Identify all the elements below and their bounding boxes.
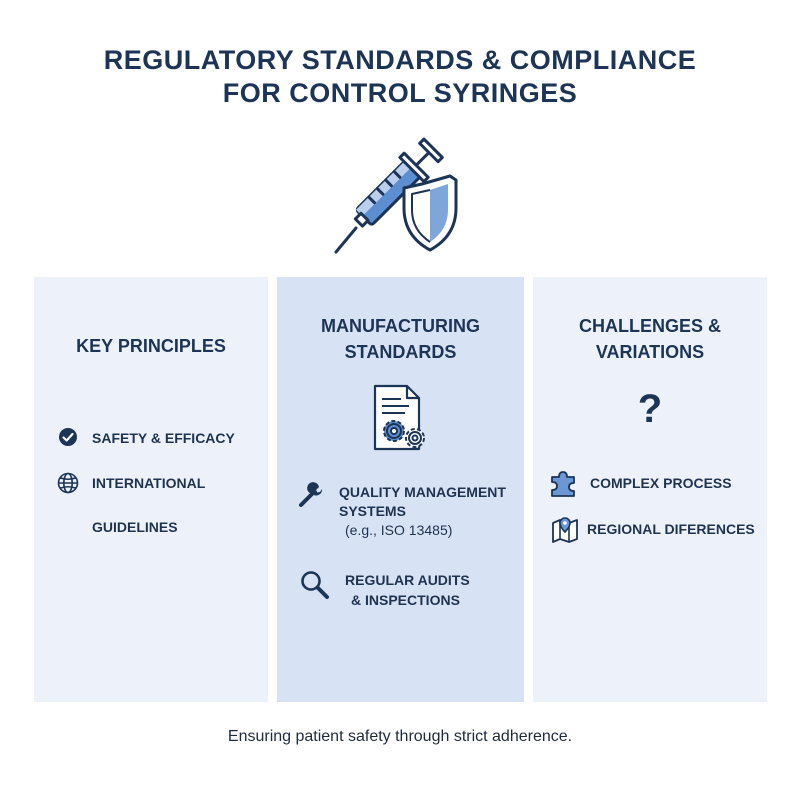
iso-example-label: (e.g., ISO 13485): [345, 522, 453, 538]
international-label: INTERNATIONAL: [92, 475, 206, 491]
quality-management-label: QUALITY MANAGEMENT: [339, 484, 506, 500]
document-gears-icon: [373, 384, 425, 451]
wrench-icon: [299, 482, 323, 507]
syringe-shield-icon: [334, 137, 458, 254]
check-circle-icon: [59, 428, 77, 446]
question-mark-icon: ?: [637, 387, 663, 431]
complex-process-label: COMPLEX PROCESS: [590, 475, 732, 491]
page-title: REGULATORY STANDARDS & COMPLIANCE FOR CO…: [0, 44, 800, 110]
regular-audits-label: REGULAR AUDITS: [345, 572, 470, 588]
title-line-2: FOR CONTROL SYRINGES: [222, 78, 578, 108]
guidelines-label: GUIDELINES: [92, 519, 178, 535]
challenges-variations-panel: CHALLENGES & VARIATIONS ? COMPLEX PROCES…: [533, 277, 767, 702]
map-pin-icon: [552, 517, 578, 543]
footer-caption: Ensuring patient safety through strict a…: [227, 728, 573, 745]
puzzle-icon: [551, 471, 575, 497]
inspections-label: & INSPECTIONS: [351, 592, 460, 608]
heading-line-2: STANDARDS: [344, 342, 457, 362]
key-principles-heading: KEY PRINCIPLES: [76, 336, 226, 356]
key-principles-panel: KEY PRINCIPLES SAFETY & EFFICACY INTERNA…: [34, 277, 268, 702]
safety-efficacy-label: SAFETY & EFFICACY: [92, 430, 235, 446]
globe-icon: [57, 472, 79, 494]
manufacturing-standards-heading: MANUFACTURING STANDARDS: [277, 313, 524, 365]
title-line-1: REGULATORY STANDARDS & COMPLIANCE: [103, 45, 697, 75]
magnifier-icon: [301, 571, 329, 599]
challenges-variations-heading: CHALLENGES & VARIATIONS: [533, 313, 767, 365]
regional-differences-label: REGIONAL DIFERENCES: [587, 521, 755, 537]
heading-line-1: MANUFACTURING: [321, 316, 480, 336]
manufacturing-standards-panel: MANUFACTURING STANDARDS QUALITY MANAGEME…: [277, 277, 524, 702]
heading-line-2: VARIATIONS: [595, 342, 705, 362]
heading-line-1: CHALLENGES &: [578, 316, 721, 336]
systems-label: SYSTEMS: [339, 503, 406, 519]
